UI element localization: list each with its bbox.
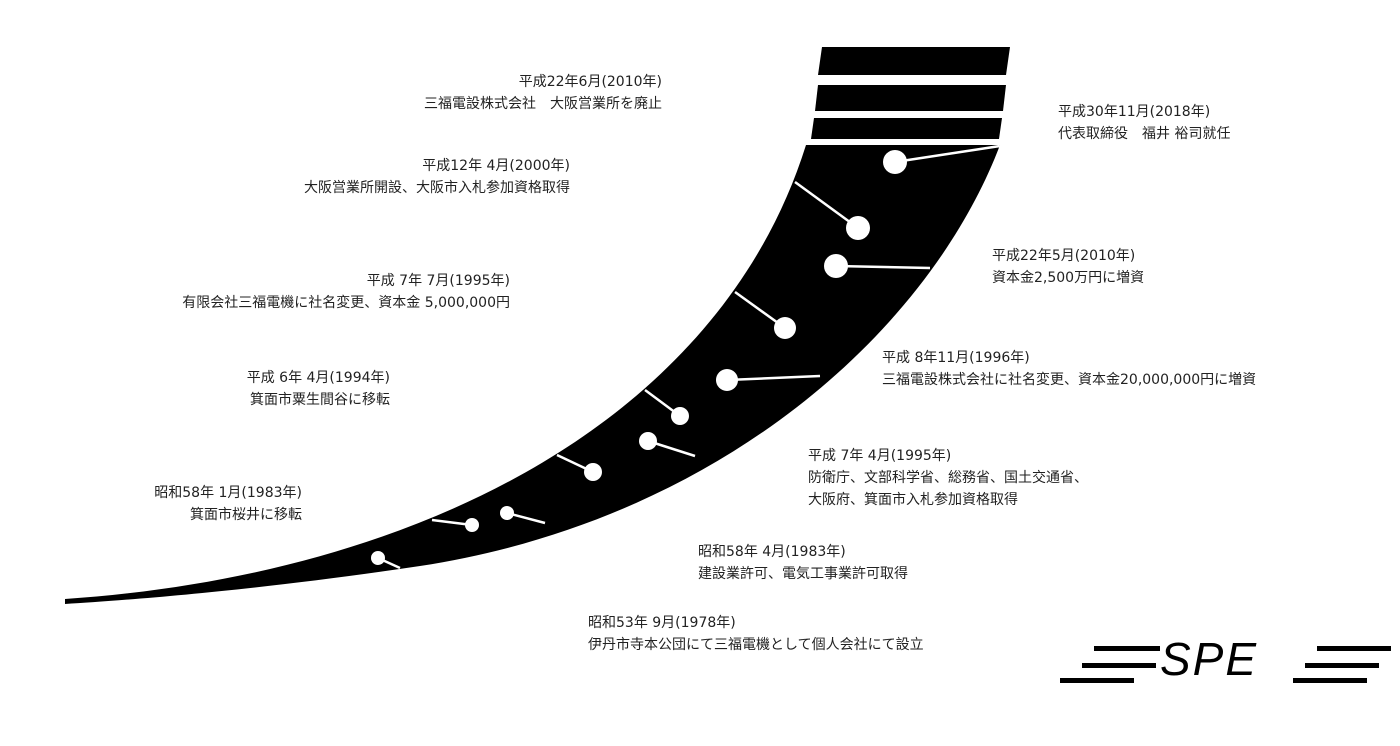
top-band-1 — [818, 47, 1010, 75]
event-text: 大阪営業所開設、大阪市入札参加資格取得 — [304, 180, 570, 196]
event-date: 平成30年11月(2018年) — [1058, 104, 1211, 120]
event-text: 箕面市粟生間谷に移転 — [250, 392, 390, 408]
event-date: 平成 8年11月(1996年) — [882, 350, 1030, 366]
event-text: 代表取締役 福井 裕司就任 — [1058, 126, 1231, 142]
spe-logo: SPE — [1060, 633, 1391, 685]
event-1996: 平成 8年11月(1996年) 三福電設株式会社に社名変更、資本金20,000,… — [882, 347, 1256, 391]
event-1983-04: 昭和58年 4月(1983年) 建設業許可、電気工事業許可取得 — [698, 541, 908, 585]
dot-1983-01 — [465, 518, 479, 532]
dot-1994 — [584, 463, 602, 481]
event-date: 昭和58年 4月(1983年) — [698, 544, 846, 560]
event-date: 昭和58年 1月(1983年) — [154, 485, 302, 501]
top-band-2 — [815, 85, 1006, 111]
dot-2000 — [774, 317, 796, 339]
dot-2018 — [883, 150, 907, 174]
logo-text: SPE — [1160, 633, 1259, 685]
event-date: 平成12年 4月(2000年) — [422, 158, 570, 174]
event-text-line-1: 防衛庁、文部科学省、総務省、国土交通省、 — [808, 470, 1088, 486]
speed-lines-right-icon — [1293, 646, 1391, 683]
event-1978: 昭和53年 9月(1978年) 伊丹市寺本公団にて三福電機として個人会社にて設立 — [588, 612, 924, 656]
event-text: 箕面市桜井に移転 — [190, 507, 302, 523]
event-2010-05: 平成22年5月(2010年) 資本金2,500万円に増資 — [992, 245, 1144, 289]
event-2010-06: 平成22年6月(2010年) 三福電設株式会社 大阪営業所を廃止 — [424, 71, 662, 115]
dot-1995-04 — [639, 432, 657, 450]
event-1994: 平成 6年 4月(1994年) 箕面市粟生間谷に移転 — [247, 367, 390, 411]
dot-1983-04 — [500, 506, 514, 520]
top-band-3 — [811, 118, 1002, 139]
dot-1995-07 — [671, 407, 689, 425]
horn-body — [65, 145, 1000, 604]
event-date: 平成22年5月(2010年) — [992, 248, 1136, 264]
event-text: 有限会社三福電機に社名変更、資本金 5,000,000円 — [182, 295, 510, 311]
event-text: 資本金2,500万円に増資 — [992, 270, 1145, 286]
event-text: 伊丹市寺本公団にて三福電機として個人会社にて設立 — [588, 637, 924, 653]
dot-2010-06 — [846, 216, 870, 240]
event-text: 三福電設株式会社 大阪営業所を廃止 — [424, 96, 662, 112]
event-1983-01: 昭和58年 1月(1983年) 箕面市桜井に移転 — [154, 482, 302, 526]
event-1995-04: 平成 7年 4月(1995年) 防衛庁、文部科学省、総務省、国土交通省、 大阪府… — [808, 445, 1088, 511]
event-date: 平成 7年 4月(1995年) — [808, 448, 952, 464]
event-2018: 平成30年11月(2018年) 代表取締役 福井 裕司就任 — [1058, 101, 1230, 145]
speed-lines-left-icon — [1060, 646, 1160, 683]
event-date: 昭和53年 9月(1978年) — [588, 615, 736, 631]
dot-1978 — [371, 551, 385, 565]
event-date: 平成 6年 4月(1994年) — [246, 370, 390, 386]
event-2000: 平成12年 4月(2000年) 大阪営業所開設、大阪市入札参加資格取得 — [304, 155, 570, 199]
event-text: 建設業許可、電気工事業許可取得 — [698, 566, 908, 582]
event-date: 平成 7年 7月(1995年) — [366, 273, 510, 289]
dot-1996 — [716, 369, 738, 391]
event-1995-07: 平成 7年 7月(1995年) 有限会社三福電機に社名変更、資本金 5,000,… — [182, 270, 510, 314]
event-dots — [371, 150, 907, 565]
event-text-line-2: 大阪府、箕面市入札参加資格取得 — [808, 492, 1018, 508]
dot-2010-05 — [824, 254, 848, 278]
event-date: 平成22年6月(2010年) — [518, 74, 662, 90]
event-text: 三福電設株式会社に社名変更、資本金20,000,000円に増資 — [882, 372, 1257, 388]
